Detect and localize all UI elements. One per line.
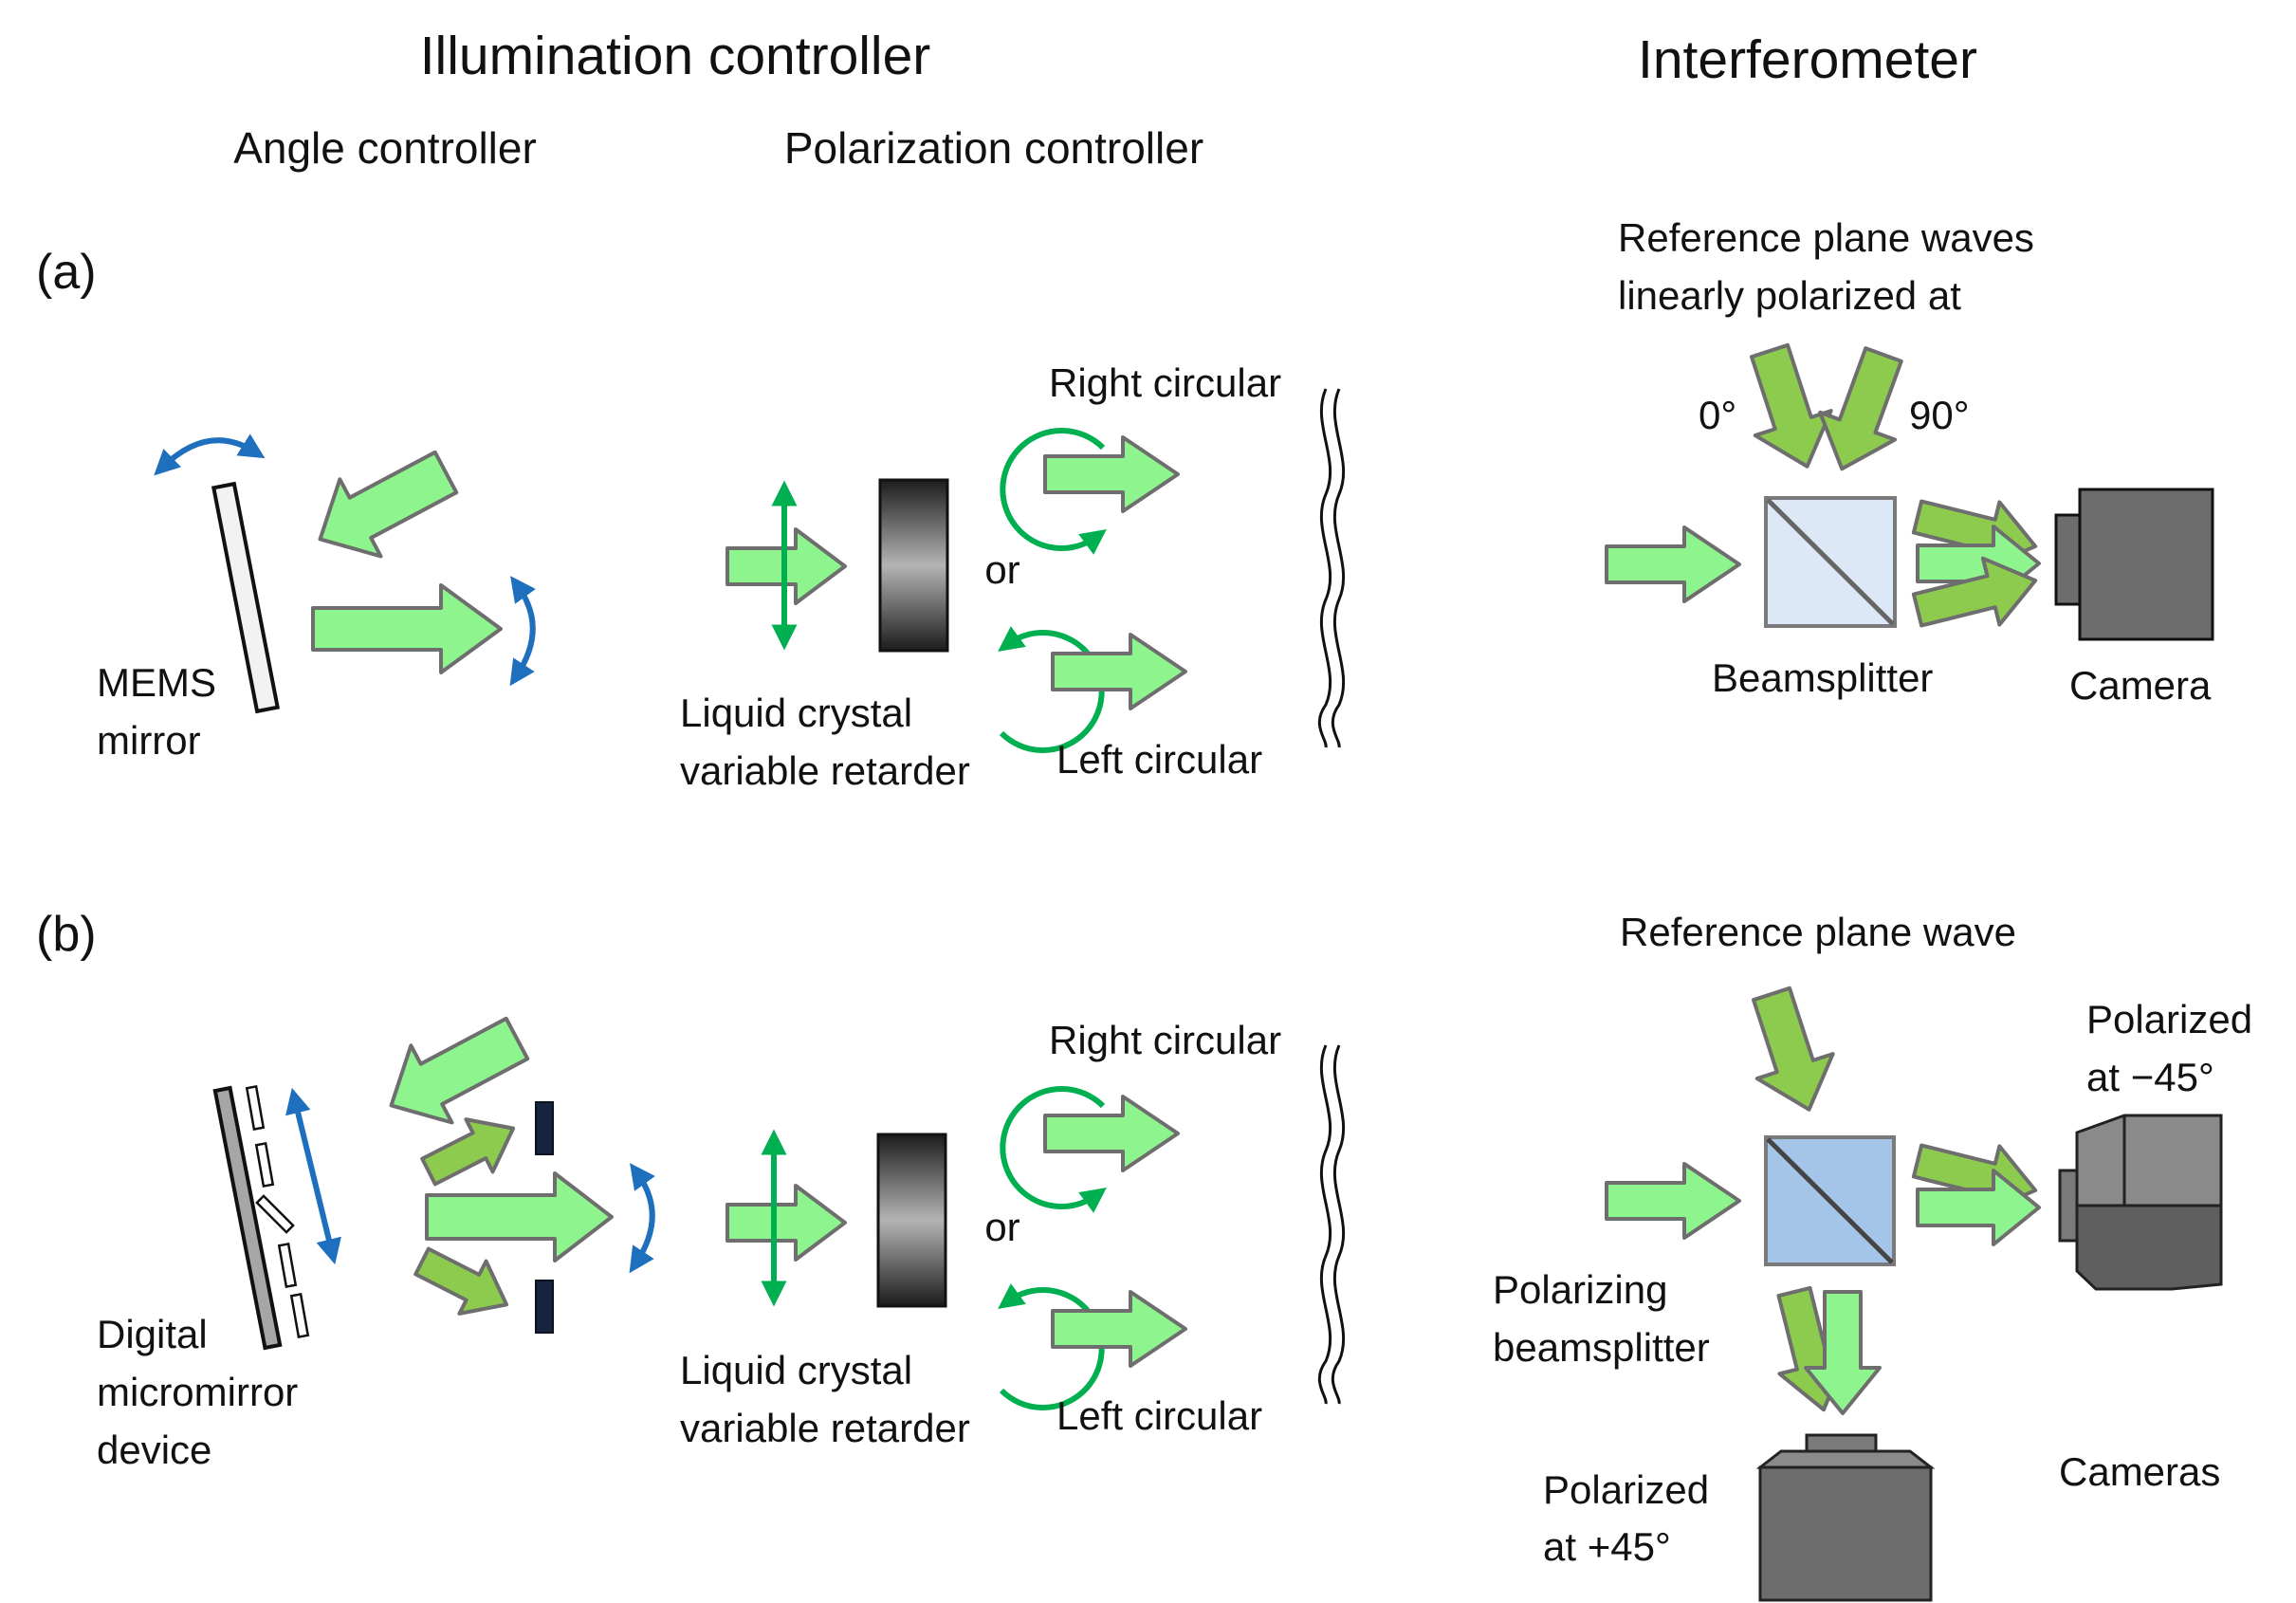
lc-retarder-label-b-2: variable retarder	[680, 1406, 970, 1450]
or-label: or	[984, 547, 1019, 592]
polarized-neg45-label-2: at −45°	[2086, 1055, 2214, 1099]
break-mark-b	[1331, 1044, 1345, 1405]
break-mark	[1331, 388, 1345, 748]
lc-input-beam-arrow-b	[726, 1184, 847, 1262]
mems-mirror-label-2: mirror	[97, 718, 201, 763]
panel-b-label: (b)	[36, 907, 97, 962]
left-circular-beam-arrow-b	[1051, 1290, 1187, 1368]
dmd-label-3: device	[97, 1428, 211, 1472]
reference-beam-0-arrow	[1749, 342, 1833, 469]
beamsplitter-diagonal	[1766, 498, 1895, 626]
reference-wave-label: Reference plane wave	[1620, 910, 2016, 954]
pbs-label-2: beamsplitter	[1493, 1325, 1710, 1370]
polarized-neg45-label-1: Polarized	[2086, 997, 2252, 1041]
or-label-b: or	[984, 1205, 1019, 1249]
pbs-label-1: Polarizing	[1493, 1267, 1667, 1312]
dmd-angle-arrow	[629, 1163, 655, 1274]
mirror-tilt-arrow	[154, 433, 266, 476]
dmd-main-beam-arrow	[425, 1171, 614, 1262]
pbs-right-beam-arrow	[1916, 1169, 2041, 1246]
dmd-incident-beam-arrow	[389, 1016, 530, 1125]
beamsplitter-label: Beamsplitter	[1712, 655, 1933, 700]
spatial-filter-block-lower	[535, 1280, 554, 1334]
camera-icon-positive-45	[1755, 1433, 1936, 1602]
angle-90-label: 90°	[1909, 393, 1970, 437]
left-circular-beam-arrow	[1051, 633, 1187, 710]
camera-label: Camera	[2069, 663, 2212, 708]
beam-angle-arrow	[509, 576, 536, 687]
incident-beam-arrow	[318, 450, 459, 559]
lc-retarder-label-1: Liquid crystal	[680, 691, 912, 735]
diffracted-beam-upper-arrow	[420, 1117, 516, 1187]
left-circular-arrow-b	[998, 1283, 1105, 1410]
left-circular-arrow	[998, 626, 1105, 753]
liquid-crystal-retarder	[878, 478, 949, 653]
dmd-label-2: micromirror	[97, 1370, 298, 1414]
interferometer-title: Interferometer	[1638, 29, 1977, 90]
pbs-diagonal	[1766, 1137, 1894, 1264]
panel-a-label: (a)	[36, 245, 97, 300]
object-beam-arrow-b	[1605, 1162, 1741, 1240]
angle-controller-title: Angle controller	[233, 123, 537, 173]
liquid-crystal-retarder-b	[876, 1133, 947, 1308]
dmd-scan-arrow	[285, 1087, 341, 1265]
right-circular-arrow-b	[1000, 1086, 1107, 1213]
lc-retarder-label-b-1: Liquid crystal	[680, 1348, 912, 1392]
polarized-pos45-label-2: at +45°	[1543, 1524, 1671, 1569]
dmd-label-1: Digital	[97, 1312, 208, 1356]
spatial-filter-block-upper	[535, 1101, 554, 1155]
left-circular-label: Left circular	[1056, 737, 1262, 782]
cameras-label: Cameras	[2059, 1449, 2220, 1494]
digital-micromirror-device	[212, 1085, 310, 1351]
pbs-down-beam-arrow	[1804, 1290, 1882, 1415]
reference-beam-arrow-b	[1751, 986, 1835, 1112]
camera-icon	[2054, 488, 2214, 641]
reflected-beam-arrow	[311, 583, 503, 674]
diffracted-beam-lower-arrow	[413, 1246, 509, 1316]
right-circular-beam-arrow	[1043, 435, 1180, 513]
mems-mirror-label-1: MEMS	[97, 660, 216, 705]
lc-retarder-label-2: variable retarder	[680, 748, 970, 793]
output-beam-lower-arrow	[1911, 556, 2038, 628]
reference-beam-90-arrow	[1818, 346, 1903, 471]
camera-icon-negative-45	[2058, 1114, 2223, 1291]
polarized-pos45-label-1: Polarized	[1543, 1467, 1709, 1512]
angle-0-label: 0°	[1699, 393, 1736, 437]
polarization-controller-title: Polarization controller	[784, 123, 1203, 173]
right-circular-beam-arrow-b	[1043, 1095, 1180, 1172]
break-mark	[1317, 388, 1332, 748]
right-circular-label-b: Right circular	[1049, 1018, 1281, 1062]
left-circular-label-b: Left circular	[1056, 1393, 1262, 1438]
mems-mirror	[211, 481, 281, 714]
right-circular-arrow	[1000, 428, 1107, 555]
illumination-controller-title: Illumination controller	[420, 26, 931, 86]
break-mark-b	[1317, 1044, 1332, 1405]
reference-label-2: linearly polarized at	[1618, 273, 1961, 318]
object-beam-arrow	[1605, 525, 1741, 603]
reference-label-1: Reference plane waves	[1618, 215, 2034, 260]
right-circular-label: Right circular	[1049, 360, 1281, 405]
